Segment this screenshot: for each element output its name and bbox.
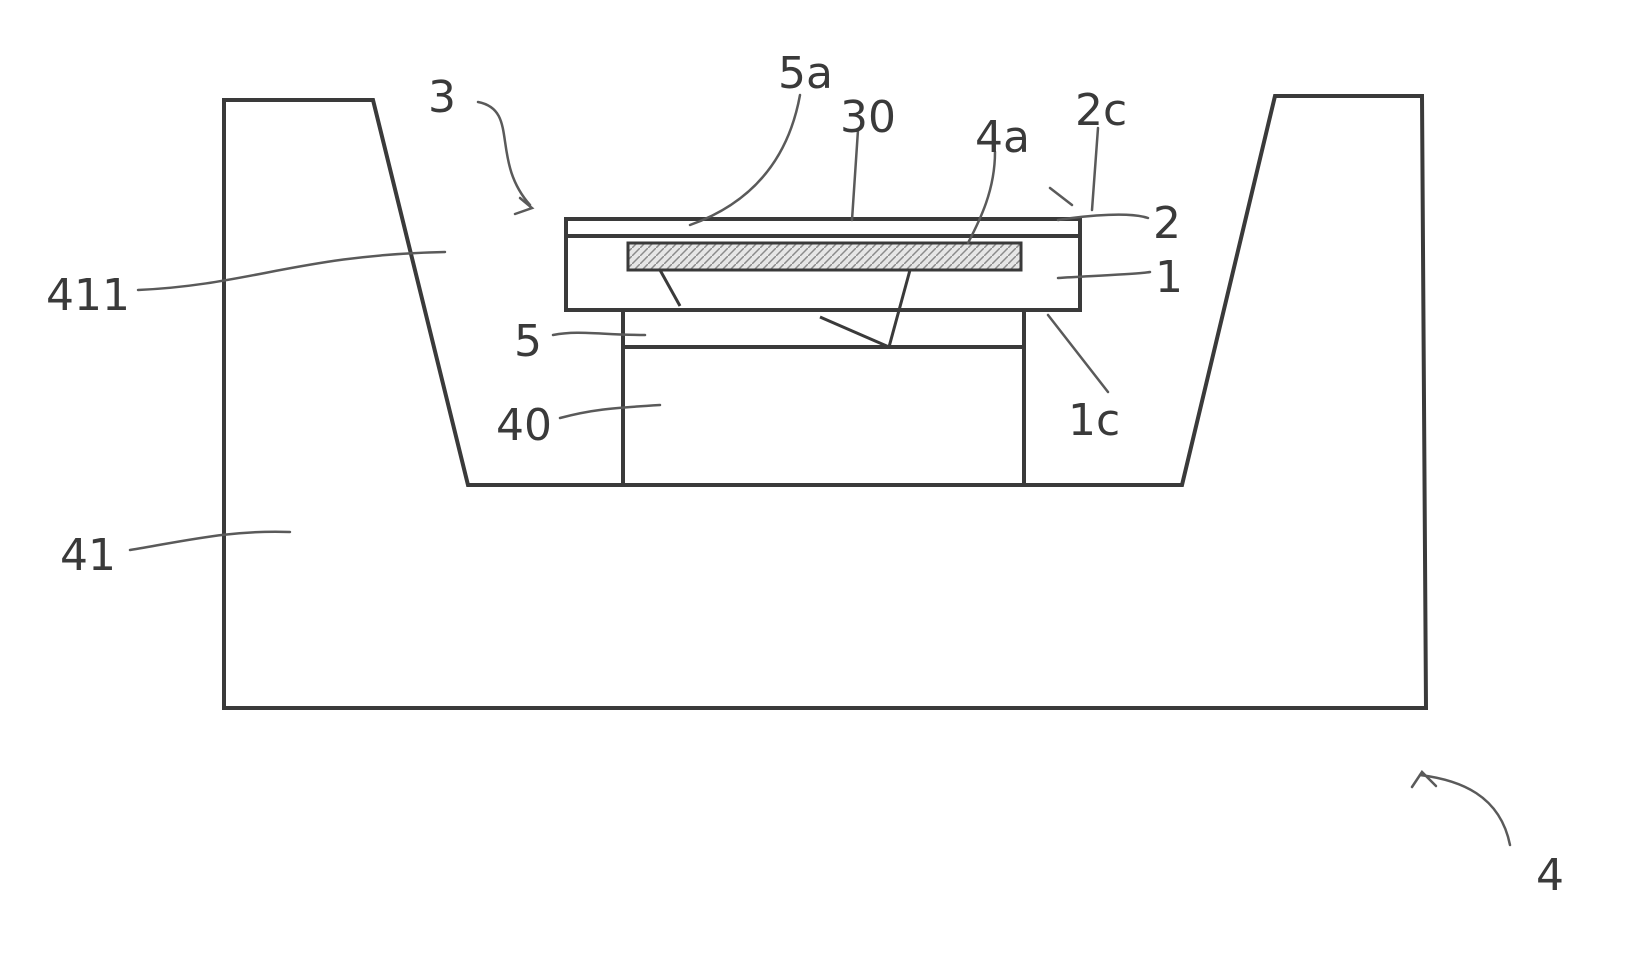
leader-5a <box>690 95 800 225</box>
leader-2c <box>1050 128 1098 210</box>
leader-4a <box>968 152 995 243</box>
leader-4 <box>1420 775 1510 845</box>
leader-4-arrow <box>1412 772 1436 787</box>
leader-40 <box>560 405 660 418</box>
leader-5a-mid <box>820 317 889 347</box>
leader-411 <box>138 252 445 290</box>
label-2c: 2c <box>1075 85 1127 136</box>
leader-30 <box>852 130 858 220</box>
package-body-41 <box>224 96 1426 708</box>
label-5: 5 <box>514 316 542 367</box>
label-4a: 4a <box>975 112 1030 163</box>
label-41: 41 <box>60 530 116 581</box>
leader-2 <box>1058 215 1148 220</box>
label-1: 1 <box>1155 252 1183 303</box>
leader-5a-left <box>660 270 680 306</box>
leader-41 <box>130 532 290 550</box>
leader-3 <box>478 102 530 205</box>
label-30: 30 <box>840 92 896 143</box>
leader-1 <box>1058 272 1150 278</box>
leader-3-arrow <box>515 198 532 214</box>
label-4: 4 <box>1536 850 1564 901</box>
bonding-layer-5 <box>623 310 1024 347</box>
hatched-region-4a <box>628 243 1021 270</box>
label-2: 2 <box>1153 198 1181 249</box>
label-3: 3 <box>428 72 456 123</box>
label-5a: 5a <box>778 48 833 99</box>
pedestal-40 <box>623 310 1024 485</box>
leader-1c <box>1048 315 1108 392</box>
leader-5 <box>553 333 645 335</box>
top-layer-2 <box>566 219 1080 236</box>
label-411: 411 <box>46 270 130 321</box>
label-1c: 1c <box>1068 395 1120 446</box>
label-40: 40 <box>496 400 552 451</box>
